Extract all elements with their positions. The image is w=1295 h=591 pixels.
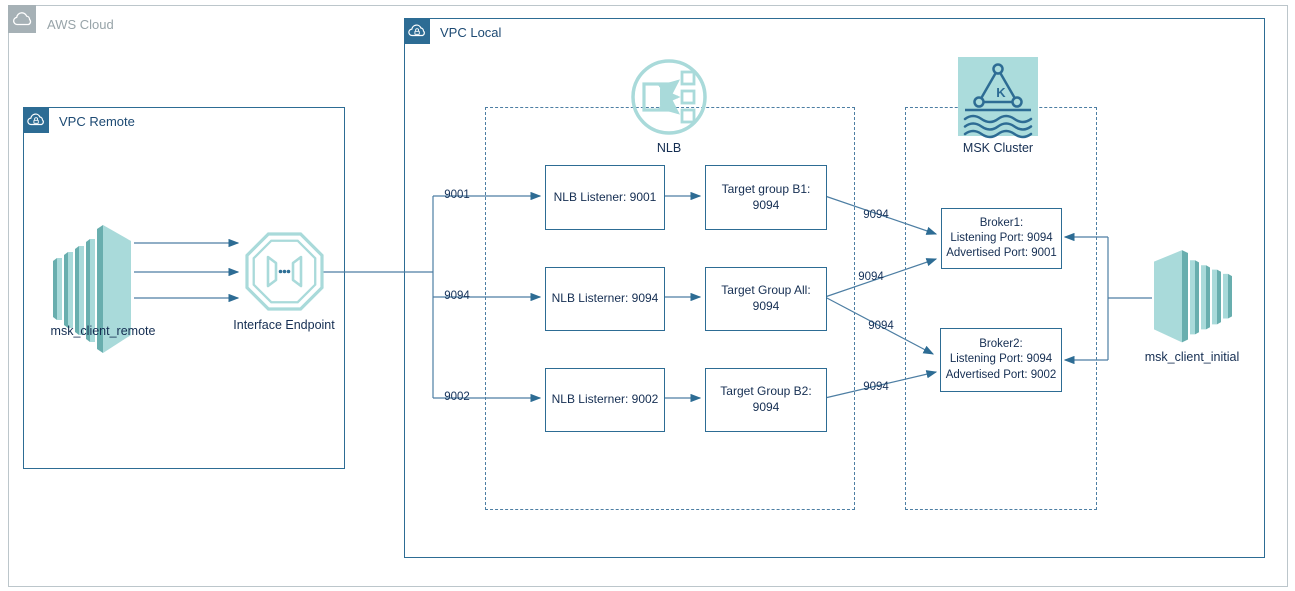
msk-client-initial-label: msk_client_initial (1144, 350, 1240, 364)
edge-label-tg2-broker1: 9094 (858, 271, 884, 283)
nlb-listener-9002-box: NLB Listerner: 9002 (545, 368, 665, 432)
edge-label-tg3-broker2: 9094 (863, 381, 889, 393)
nlb-group-label: NLB (656, 141, 682, 155)
aws-cloud-container: AWS Cloud (8, 5, 1288, 587)
msk-cluster-icon: K (958, 57, 1038, 139)
interface-endpoint-label: Interface Endpoint (233, 318, 335, 332)
edge-label-tg2-broker2: 9094 (868, 320, 894, 332)
aws-cloud-icon (8, 5, 36, 33)
vpc-remote-icon (23, 107, 49, 133)
nlb-listener-9094-box: NLB Listerner: 9094 (545, 267, 665, 331)
edge-label-tg1-broker1: 9094 (863, 209, 889, 221)
target-group-b2-box: Target Group B2: 9094 (705, 368, 827, 432)
msk-cluster-group-label: MSK Cluster (962, 141, 1034, 155)
edge-label-9002: 9002 (444, 391, 470, 403)
edge-label-9094-mid: 9094 (444, 290, 470, 302)
vpc-remote-container: VPC Remote (23, 107, 345, 469)
edge-label-9001: 9001 (444, 189, 470, 201)
vpc-local-icon (404, 18, 430, 44)
target-group-all-box: Target Group All: 9094 (705, 267, 827, 331)
broker1-box: Broker1: Listening Port: 9094 Advertised… (941, 208, 1062, 269)
msk-client-remote-label: msk_client_remote (50, 324, 156, 338)
msk-client-initial-icon (1154, 250, 1232, 343)
nlb-icon (631, 59, 707, 135)
msk-icon-letter: K (996, 85, 1006, 100)
vpc-local-container: VPC Local (404, 18, 1265, 558)
aws-cloud-label: AWS Cloud (47, 17, 114, 32)
target-group-b1-box: Target group B1: 9094 (705, 165, 827, 230)
vpc-remote-label: VPC Remote (59, 114, 135, 129)
vpc-local-label: VPC Local (440, 25, 502, 40)
interface-endpoint-icon (245, 232, 324, 311)
broker2-box: Broker2: Listening Port: 9094 Advertised… (940, 328, 1062, 392)
nlb-listener-9001-box: NLB Listener: 9001 (545, 165, 665, 230)
